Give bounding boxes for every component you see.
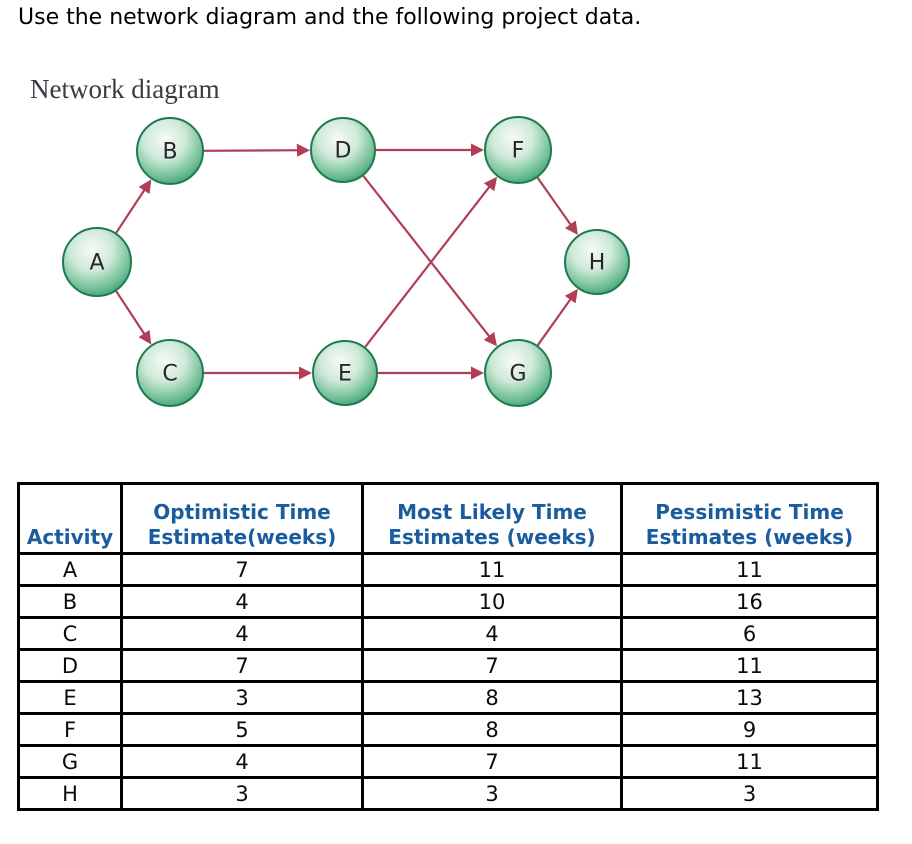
node-label-F: F	[512, 139, 525, 164]
node-circle-B	[136, 117, 204, 185]
value-cell: 7	[361, 744, 623, 779]
node-circle-C	[136, 339, 204, 407]
value-cell: 7	[361, 648, 623, 683]
node-F: F	[484, 116, 552, 184]
value-cell: 8	[361, 680, 623, 715]
node-E: E	[312, 340, 378, 406]
edge-A-B	[115, 179, 152, 234]
node-circle-H	[564, 229, 630, 295]
value-cell: 3	[620, 776, 879, 811]
edge-E-F	[364, 176, 498, 348]
node-H: H	[564, 229, 630, 295]
value-cell: 6	[620, 616, 879, 651]
activity-cell: D	[17, 648, 123, 683]
network-diagram-label: Network diagram	[30, 74, 220, 104]
activity-cell: B	[17, 584, 123, 619]
value-cell: 3	[120, 680, 364, 715]
value-cell: 11	[620, 744, 879, 779]
value-cell: 10	[361, 584, 623, 619]
value-cell: 4	[120, 616, 364, 651]
value-cell: 3	[120, 776, 364, 811]
node-circle-A	[62, 227, 132, 297]
node-circle-G	[484, 339, 552, 407]
column-header-optimistic: Optimistic Time Estimate(weeks)	[120, 482, 364, 555]
page-title: Use the network diagram and the followin…	[18, 5, 642, 30]
value-cell: 11	[620, 552, 879, 587]
node-A: A	[62, 227, 132, 297]
node-label-B: B	[162, 140, 177, 165]
value-cell: 4	[361, 616, 623, 651]
edge-G-H	[536, 288, 578, 346]
node-label-G: G	[509, 362, 526, 387]
node-C: C	[136, 339, 204, 407]
edge-B-D	[203, 143, 310, 157]
value-cell: 16	[620, 584, 879, 619]
value-cell: 9	[620, 712, 879, 747]
node-B: B	[136, 117, 204, 185]
value-cell: 5	[120, 712, 364, 747]
activity-cell: C	[17, 616, 123, 651]
diagram-nodes: A B C D E F G H	[62, 116, 630, 407]
edge-D-G	[362, 175, 498, 347]
table-header-row: Activity Optimistic Time Estimate(weeks)…	[17, 482, 879, 555]
activity-cell: A	[17, 552, 123, 587]
column-header-pessimistic: Pessimistic Time Estimates (weeks)	[620, 482, 879, 555]
column-header-most-likely: Most Likely Time Estimates (weeks)	[361, 482, 623, 555]
node-label-A: A	[89, 251, 104, 276]
node-G: G	[484, 339, 552, 407]
value-cell: 7	[120, 552, 364, 587]
value-cell: 4	[120, 584, 364, 619]
activity-cell: E	[17, 680, 123, 715]
value-cell: 7	[120, 648, 364, 683]
network-diagram: A B C D E F G H	[62, 116, 630, 407]
node-circle-E	[312, 340, 378, 406]
value-cell: 3	[361, 776, 623, 811]
edge-F-H	[536, 177, 578, 236]
node-D: D	[310, 117, 376, 183]
activity-cell: F	[17, 712, 123, 747]
node-label-H: H	[589, 251, 606, 276]
value-cell: 11	[361, 552, 623, 587]
diagram-edges	[115, 143, 578, 380]
node-label-C: C	[162, 362, 177, 387]
value-cell: 11	[620, 648, 879, 683]
column-header-activity: Activity	[17, 482, 123, 555]
node-circle-F	[484, 116, 552, 184]
value-cell: 4	[120, 744, 364, 779]
edge-A-C	[115, 290, 152, 345]
activity-cell: G	[17, 744, 123, 779]
project-data-table: Activity Optimistic Time Estimate(weeks)…	[17, 482, 879, 811]
node-circle-D	[310, 117, 376, 183]
value-cell: 13	[620, 680, 879, 715]
activity-cell: H	[17, 776, 123, 811]
value-cell: 8	[361, 712, 623, 747]
node-label-D: D	[335, 139, 352, 164]
node-label-E: E	[338, 362, 352, 387]
